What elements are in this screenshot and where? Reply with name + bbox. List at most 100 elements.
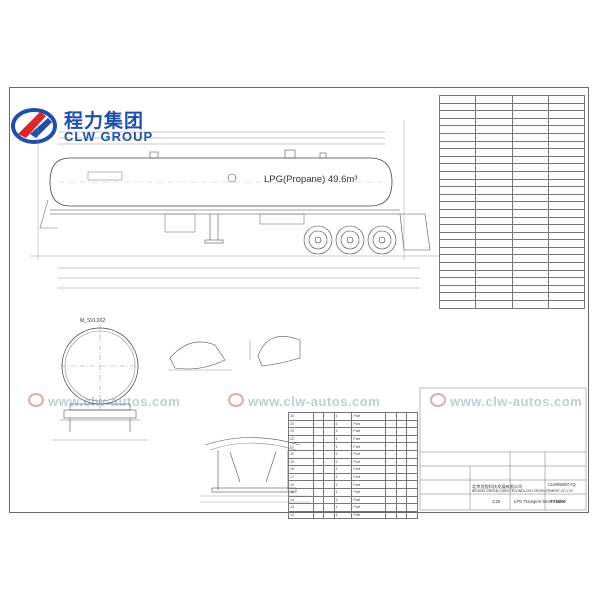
parts-cell: [323, 503, 335, 512]
parts-cell: [312, 510, 325, 520]
parts-cell: [323, 495, 335, 505]
watermark-1: www.clw-autos.com: [28, 393, 180, 409]
parts-cell: [323, 487, 335, 497]
spec-cell: [511, 284, 549, 294]
parts-cell: Part: [351, 457, 387, 467]
drawing-number: CLW9550GYQ: [548, 482, 576, 487]
parts-cell: [406, 480, 418, 489]
parts-cell: [312, 503, 325, 512]
spec-cell: [475, 95, 513, 104]
parts-cell: [395, 495, 408, 505]
parts-cell: [323, 472, 335, 482]
parts-cell: 16: [288, 480, 314, 489]
spec-row: [438, 178, 586, 188]
parts-cell: 1: [333, 419, 353, 429]
spec-cell: [511, 155, 549, 165]
parts-cell: [385, 465, 397, 474]
parts-cell: [312, 412, 325, 421]
parts-cell: [395, 442, 408, 451]
parts-cell: [312, 427, 325, 436]
parts-cell: [323, 449, 335, 459]
parts-cell: [406, 434, 418, 444]
spec-row: [438, 170, 586, 180]
parts-cell: [323, 510, 335, 520]
parts-cell: [385, 412, 397, 421]
parts-cell: [395, 480, 408, 489]
parts-cell: [406, 412, 418, 421]
spec-cell: [547, 170, 586, 180]
spec-cell: [438, 178, 477, 188]
spec-cell: [475, 277, 513, 286]
spec-row: [438, 224, 586, 233]
spec-cell: [547, 292, 586, 302]
spec-cell: [438, 193, 477, 203]
spec-cell: [547, 163, 586, 172]
parts-cell: 1: [333, 442, 353, 451]
spec-row: [438, 155, 586, 165]
parts-cell: [312, 495, 325, 505]
watermark-logo-icon: [228, 393, 244, 407]
parts-cell: [395, 434, 408, 444]
parts-cell: [323, 427, 335, 436]
spec-cell: [511, 254, 549, 264]
spec-cell: [511, 231, 549, 241]
spec-row: [438, 163, 586, 172]
spec-cell: [511, 193, 549, 203]
spec-cell: [547, 148, 586, 157]
spec-cell: [475, 155, 513, 165]
spec-cell: [511, 239, 549, 248]
parts-cell: [406, 472, 418, 482]
parts-cell: [395, 487, 408, 497]
spec-cell: [438, 163, 477, 172]
spec-cell: [511, 178, 549, 188]
parts-cell: [323, 419, 335, 429]
parts-cell: Part: [351, 442, 387, 451]
spec-cell: [438, 231, 477, 241]
spec-row: [438, 148, 586, 157]
parts-cell: Part: [351, 495, 387, 505]
spec-cell: [547, 300, 586, 309]
spec-cell: [511, 117, 549, 127]
parts-cell: [385, 419, 397, 429]
clw-logo-icon: [11, 108, 57, 144]
spec-cell: [475, 269, 513, 279]
spec-cell: [547, 224, 586, 233]
parts-cell: [385, 427, 397, 436]
spec-cell: [475, 186, 513, 195]
parts-cell: [395, 503, 408, 512]
parts-cell: [385, 480, 397, 489]
parts-cell: Part: [351, 412, 387, 421]
spec-cell: [438, 148, 477, 157]
spec-cell: [511, 110, 549, 119]
spec-cell: [438, 269, 477, 279]
spec-cell: [547, 284, 586, 294]
spec-cell: [511, 224, 549, 233]
parts-cell: [395, 510, 408, 520]
parts-cell: [312, 449, 325, 459]
drawing-scale: 1:25: [492, 499, 501, 504]
spec-cell: [547, 262, 586, 271]
parts-cell: [406, 465, 418, 474]
parts-cell: 1: [333, 472, 353, 482]
spec-cell: [511, 216, 549, 226]
drawing-title: LPG Transport Semi-Trailer: [514, 499, 566, 504]
technical-notes: [325, 308, 423, 392]
spec-row: [438, 208, 586, 218]
parts-cell: Part: [351, 472, 387, 482]
parts-cell: [385, 503, 397, 512]
spec-cell: [475, 102, 513, 112]
parts-cell: [406, 457, 418, 467]
watermark-3: www.clw-autos.com: [430, 393, 582, 409]
parts-cell: 17: [288, 472, 314, 482]
parts-cell: 13: [288, 503, 314, 512]
spec-cell: [511, 125, 549, 134]
spec-cell: [511, 201, 549, 210]
spec-row: [438, 284, 586, 294]
spec-cell: [547, 239, 586, 248]
parts-cell: [395, 449, 408, 459]
spec-cell: [475, 132, 513, 142]
spec-cell: [547, 117, 586, 127]
